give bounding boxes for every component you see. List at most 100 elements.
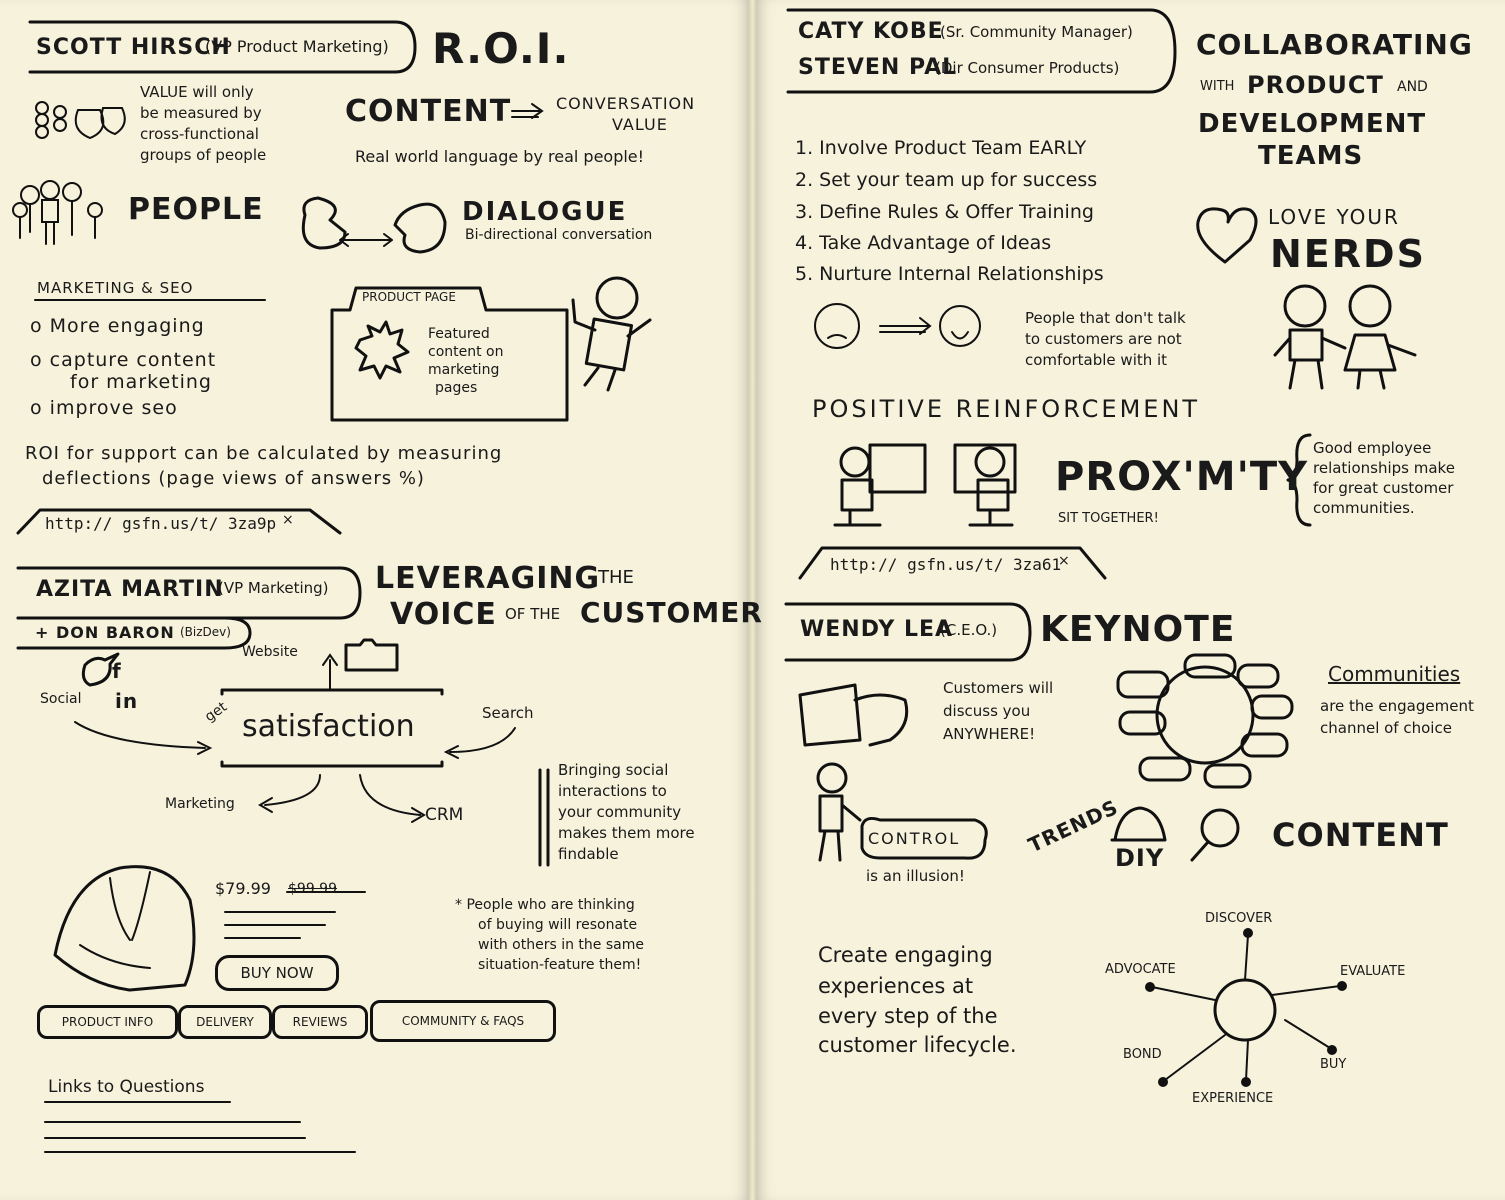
love-heading: NERDS xyxy=(1270,232,1426,276)
note-text: with others in the same xyxy=(478,937,644,953)
tab-community-faqs[interactable]: COMMUNITY & FAQS xyxy=(370,1000,556,1042)
price: $79.99 xyxy=(215,879,271,898)
tab-label: DELIVERY xyxy=(196,1015,254,1029)
note-text: ROI for support can be calculated by mea… xyxy=(25,443,503,464)
note-text: customer lifecycle. xyxy=(818,1033,1017,1057)
cycle-buy: BUY xyxy=(1320,1057,1347,1072)
speaker-role: (C.E.O.) xyxy=(940,621,998,639)
buy-now-button[interactable]: BUY NOW xyxy=(215,955,339,991)
note-text: makes them more xyxy=(558,824,695,842)
people-group-icon xyxy=(12,180,103,245)
right-notebook-page xyxy=(755,0,1505,1200)
cat-in-box-icon xyxy=(798,683,909,747)
flow-label: Search xyxy=(482,704,534,722)
list-item: o improve seo xyxy=(30,397,178,419)
product-page-folder xyxy=(330,286,569,422)
note-text: findable xyxy=(558,845,619,863)
note-text: Communities xyxy=(1328,662,1461,686)
note-text: groups of people xyxy=(140,146,267,164)
note-text: VALUE will only xyxy=(140,83,254,101)
note-text: People that don't talk xyxy=(1025,309,1186,327)
control-label: CONTROL xyxy=(868,829,961,848)
note-text: be measured by xyxy=(140,104,262,122)
session-topic: COLLABORATING xyxy=(1196,28,1473,61)
sweater-drawing xyxy=(53,865,196,992)
buy-now-label: BUY NOW xyxy=(240,964,314,982)
sad-to-happy-icon xyxy=(814,303,981,349)
links-heading: Links to Questions xyxy=(48,1077,205,1097)
speaker-role: (VP Product Marketing) xyxy=(205,37,389,56)
note-text: Bi-directional conversation xyxy=(465,227,653,243)
tab-delivery[interactable]: DELIVERY xyxy=(178,1005,272,1039)
tab-label: COMMUNITY & FAQS xyxy=(401,1014,525,1028)
session-topic: CUSTOMER xyxy=(580,596,763,629)
folder-tab-label: PRODUCT PAGE xyxy=(362,290,456,304)
note-text: experiences at xyxy=(818,974,974,998)
session-topic: LEVERAGING xyxy=(375,561,601,596)
list-item: for marketing xyxy=(70,371,212,393)
session-topic: WITH xyxy=(1200,79,1235,94)
note-text: discuss you xyxy=(943,702,1031,720)
speaker-role: (VP Marketing) xyxy=(218,579,329,597)
globe-chat-icon xyxy=(1116,653,1294,789)
note-text: interactions to xyxy=(558,782,667,800)
list-item: o More engaging xyxy=(30,315,205,337)
bird-icon xyxy=(81,652,120,687)
close-icon: × xyxy=(282,512,294,528)
session-topic: TEAMS xyxy=(1258,141,1364,171)
people-heading: PEOPLE xyxy=(128,192,264,227)
desk-workers-icon xyxy=(833,443,1017,527)
money-bags-icon xyxy=(35,101,126,140)
session-topic: PRODUCT xyxy=(1247,71,1384,99)
stick-figure-icon xyxy=(816,762,862,862)
session-topic: THE xyxy=(598,567,634,588)
list-item: 2. Set your team up for success xyxy=(795,169,1098,191)
note-text: are the engagement xyxy=(1320,697,1474,715)
cycle-discover: DISCOVER xyxy=(1205,911,1273,926)
notebook-spine xyxy=(748,0,757,1200)
speaker-name: AZITA MARTIN xyxy=(36,577,224,602)
stick-figure-icon xyxy=(571,276,652,392)
list-item: 5. Nurture Internal Relationships xyxy=(795,263,1104,285)
session-topic: KEYNOTE xyxy=(1040,609,1236,650)
content-heading: CONTENT xyxy=(345,94,512,129)
note-text: for great customer xyxy=(1313,479,1454,497)
content-label: CONTENT xyxy=(1272,816,1449,854)
note-text: communities. xyxy=(1313,499,1415,517)
tab-label: PRODUCT INFO xyxy=(61,1015,154,1029)
tab-reviews[interactable]: REVIEWS xyxy=(272,1005,368,1039)
note-text: comfortable with it xyxy=(1025,351,1168,369)
note-text: deflections (page views of answers %) xyxy=(42,468,425,489)
note-text: relationships make xyxy=(1313,459,1455,477)
note-text: cross-functional xyxy=(140,125,259,143)
note-text: marketing xyxy=(428,362,500,378)
list-item: 3. Define Rules & Offer Training xyxy=(795,201,1094,223)
note-text: Customers will xyxy=(943,679,1054,697)
list-item: o capture content xyxy=(30,349,217,371)
close-icon: × xyxy=(1058,553,1070,569)
speaker-name: CATY KOBE xyxy=(798,19,944,44)
note-text: your community xyxy=(558,803,682,821)
tab-product-info[interactable]: PRODUCT INFO xyxy=(37,1005,178,1039)
cycle-bond: BOND xyxy=(1123,1047,1162,1062)
note-text: to customers are not xyxy=(1025,330,1182,348)
lifecycle-diagram xyxy=(1145,928,1347,1087)
note-text: of buying will resonate xyxy=(478,917,638,933)
speaker-name: WENDY LEA xyxy=(800,617,954,642)
list-item: 1. Involve Product Team EARLY xyxy=(795,137,1087,159)
positive-reinforcement-heading: POSITIVE REINFORCEMENT xyxy=(812,395,1201,423)
note-text: pages xyxy=(435,380,478,396)
old-price: $99.99 xyxy=(288,881,337,897)
website-folder-icon xyxy=(344,638,399,672)
speaker-name: + DON BARON xyxy=(35,623,175,642)
note-text: Create engaging xyxy=(818,943,993,967)
note-text: every step of the xyxy=(818,1004,998,1028)
short-link[interactable]: http:// gsfn.us/t/ 3za61 xyxy=(830,555,1062,574)
proximity-heading: PROX'M'TY xyxy=(1055,454,1309,500)
short-link[interactable]: http:// gsfn.us/t/ 3za9p xyxy=(45,514,277,533)
linkedin-icon: in xyxy=(115,689,139,713)
note-text: channel of choice xyxy=(1320,719,1452,737)
session-topic: R.O.I. xyxy=(432,24,570,73)
session-topic: AND xyxy=(1397,79,1428,95)
starburst-icon xyxy=(354,320,410,380)
